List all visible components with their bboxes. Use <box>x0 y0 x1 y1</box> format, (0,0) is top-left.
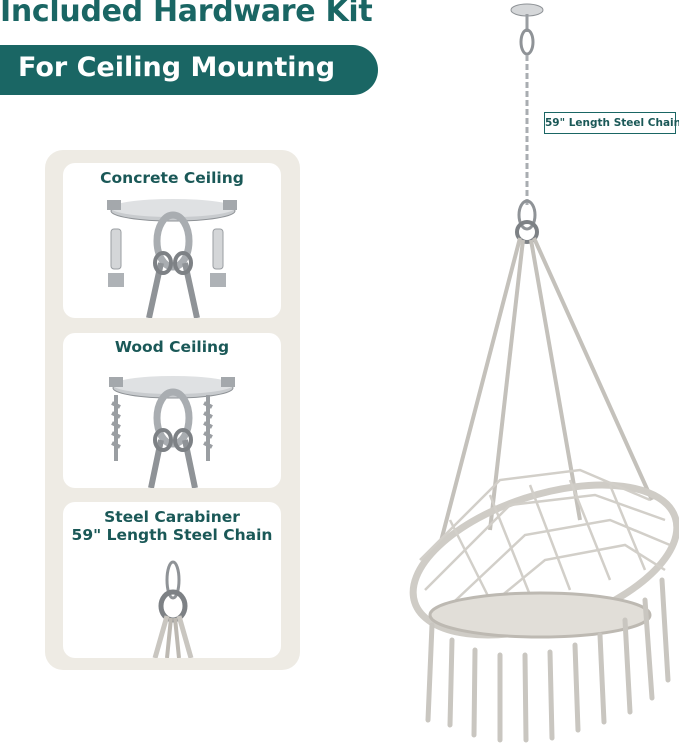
carabiner-illustration <box>152 560 194 658</box>
page-title: Included Hardware Kit <box>0 0 373 29</box>
card-subtitle-chain: 59" Length Steel Chain <box>71 526 273 544</box>
subtitle-banner: For Ceiling Mounting <box>0 45 378 95</box>
concrete-mount-illustration <box>107 199 237 318</box>
subtitle-text: For Ceiling Mounting <box>18 52 336 83</box>
chain-length-label: 59" Length Steel Chain <box>544 112 679 134</box>
concrete-ceiling-card: Concrete Ceiling <box>63 163 281 318</box>
card-title-carabiner: Steel Carabiner <box>104 508 240 526</box>
card-title-concrete: Concrete Ceiling <box>100 169 244 187</box>
card-title-wood: Wood Ceiling <box>114 338 230 356</box>
hanging-chair-illustration <box>409 3 679 743</box>
wood-mount-illustration <box>109 376 235 488</box>
carabiner-card: Steel Carabiner 59" Length Steel Chain <box>63 502 281 658</box>
wood-ceiling-card: Wood Ceiling <box>63 333 281 488</box>
